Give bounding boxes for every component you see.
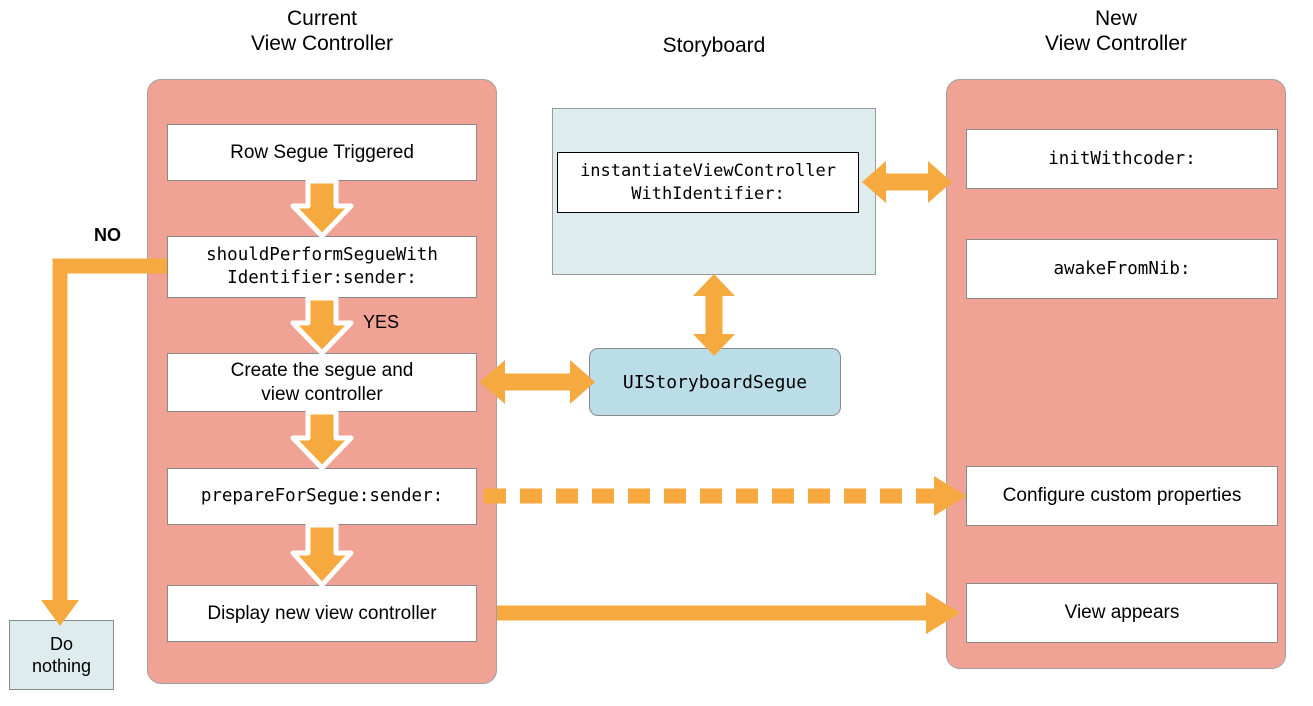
step-create-segue[interactable]: Create the segue and view controller (167, 353, 477, 412)
edge-label-yes: YES (363, 312, 400, 332)
step-awake-from-nib[interactable]: awakeFromNib: (966, 239, 1278, 299)
column-title-current: Current View Controller (250, 7, 393, 55)
step-display-new-view-controller[interactable]: Display new view controller (167, 585, 477, 642)
arrow-prepare-for-segue-to-configure-properties (484, 476, 966, 516)
step-configure-custom-properties[interactable]: Configure custom properties (966, 466, 1278, 526)
step-do-nothing[interactable]: Do nothing (9, 620, 114, 690)
column-title-storyboard: Storyboard (662, 34, 766, 57)
arrow-storyboard-to-uistoryboardsegue (693, 274, 735, 356)
step-init-with-coder[interactable]: initWithcoder: (966, 129, 1278, 189)
step-should-perform-segue[interactable]: shouldPerformSegueWith Identifier:sender… (167, 236, 477, 298)
column-title-new: New View Controller (1044, 7, 1187, 55)
step-row-segue-triggered[interactable]: Row Segue Triggered (167, 124, 477, 181)
arrow-create-segue-to-uistoryboardsegue (480, 360, 595, 404)
step-view-appears[interactable]: View appears (966, 583, 1278, 643)
step-instantiate-view-controller[interactable]: instantiateViewController WithIdentifier… (557, 152, 859, 213)
step-prepare-for-segue[interactable]: prepareForSegue:sender: (167, 468, 477, 525)
edge-label-no: NO (94, 225, 121, 245)
arrow-display-vc-to-view-appears (497, 592, 960, 634)
object-uistoryboardsegue[interactable]: UIStoryboardSegue (589, 348, 841, 416)
